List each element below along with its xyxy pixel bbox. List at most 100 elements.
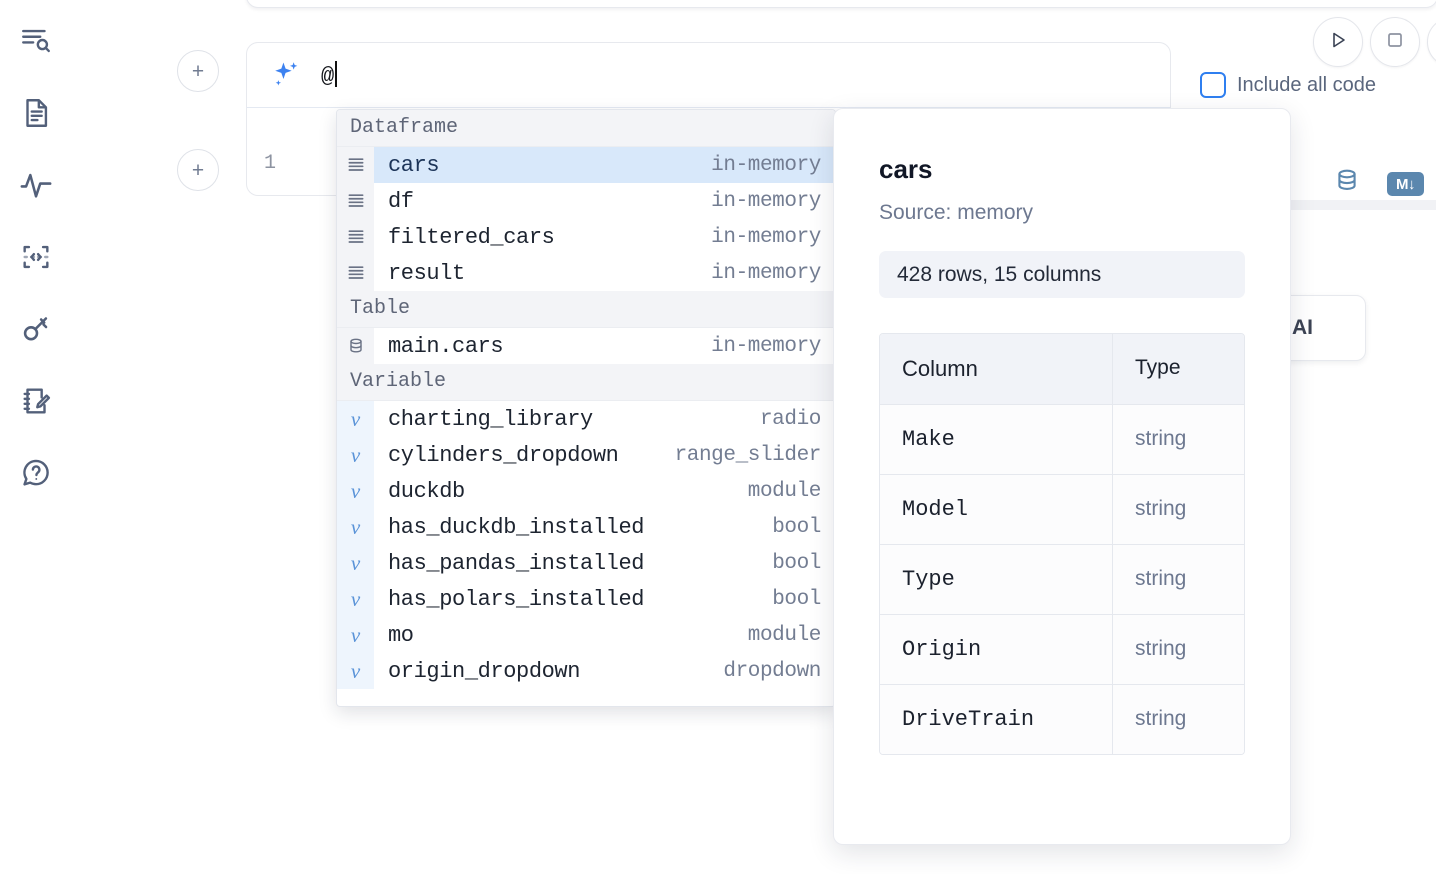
add-cell-button-bottom[interactable]: + xyxy=(177,149,219,191)
dataframe-icon xyxy=(337,183,374,219)
variable-icon: v xyxy=(337,473,374,509)
markdown-label: M xyxy=(1396,175,1409,193)
cell-column-name: DriveTrain xyxy=(880,685,1113,754)
autocomplete-item-type: in-memory xyxy=(711,334,821,358)
markdown-icon[interactable]: M↓ xyxy=(1387,172,1424,196)
docs-shape-badge: 428 rows, 15 columns xyxy=(879,251,1245,298)
autocomplete-item-name: main.cars xyxy=(388,333,504,359)
sidebar-item-activity[interactable] xyxy=(13,162,59,208)
sidebar-item-notebook[interactable] xyxy=(13,90,59,136)
add-cell-button-top[interactable]: + xyxy=(177,50,219,92)
outline-search-icon xyxy=(19,24,53,58)
variable-icon: v xyxy=(337,545,374,581)
autocomplete-item-name: cars xyxy=(388,152,440,178)
autocomplete-group-header: Dataframe xyxy=(337,110,835,147)
include-all-code-checkbox[interactable] xyxy=(1200,72,1226,98)
autocomplete-item-name: mo xyxy=(388,622,414,648)
autocomplete-item-type: bool xyxy=(772,587,821,611)
ai-prompt-input[interactable]: @ xyxy=(321,61,337,89)
autocomplete-item-name: has_duckdb_installed xyxy=(388,514,645,540)
autocomplete-item[interactable]: main.cars in-memory xyxy=(337,328,835,364)
square-stop-icon xyxy=(1383,28,1407,57)
sidebar-item-secrets[interactable] xyxy=(13,306,59,352)
cell-column-name: Model xyxy=(880,475,1113,544)
database-icon[interactable] xyxy=(1333,167,1361,200)
cell-column-type: string xyxy=(1113,475,1244,544)
autocomplete-item-type: bool xyxy=(772,515,821,539)
down-arrow-glyph: ↓ xyxy=(1408,175,1416,193)
autocomplete-group-header: Table xyxy=(337,291,835,328)
ai-prompt-bar[interactable]: @ xyxy=(246,42,1171,108)
cell-divider xyxy=(1180,200,1436,210)
column-header-type: Type xyxy=(1113,334,1244,404)
variable-icon: v xyxy=(337,617,374,653)
sidebar-item-help[interactable] xyxy=(13,450,59,496)
autocomplete-item-type: in-memory xyxy=(711,153,821,177)
sidebar-rail xyxy=(0,0,72,874)
plus-icon: + xyxy=(191,158,205,182)
table-icon xyxy=(337,328,374,364)
more-actions-button[interactable] xyxy=(1427,17,1436,67)
dataframe-icon xyxy=(337,147,374,183)
variable-icon: v xyxy=(337,581,374,617)
autocomplete-item-type: dropdown xyxy=(723,659,821,683)
include-all-code-row[interactable]: Include all code xyxy=(1200,72,1376,98)
play-icon xyxy=(1326,28,1350,57)
sidebar-item-outline[interactable] xyxy=(13,18,59,64)
autocomplete-item-name: df xyxy=(388,188,414,214)
column-header-column: Column xyxy=(880,334,1113,404)
autocomplete-item-name: has_polars_installed xyxy=(388,586,645,612)
docs-title: cars xyxy=(879,154,933,184)
cell-column-type: string xyxy=(1113,685,1244,754)
sidebar-item-snippets[interactable] xyxy=(13,234,59,280)
help-icon xyxy=(19,456,53,490)
autocomplete-item-name: has_pandas_installed xyxy=(388,550,645,576)
autocomplete-item-type: range_slider xyxy=(674,443,822,467)
sidebar-item-scratchpad[interactable] xyxy=(13,378,59,424)
autocomplete-item[interactable]: filtered_cars in-memory xyxy=(337,219,835,255)
generate-with-ai-label: AI xyxy=(1292,316,1313,339)
autocomplete-item-name: filtered_cars xyxy=(388,224,555,250)
line-number: 1 xyxy=(264,152,277,175)
variable-icon: v xyxy=(337,437,374,473)
autocomplete-item-name: charting_library xyxy=(388,406,593,432)
previous-cell-card xyxy=(246,0,1436,8)
stop-cell-button[interactable] xyxy=(1370,17,1420,67)
autocomplete-item-name: duckdb xyxy=(388,478,465,504)
plus-icon: + xyxy=(191,59,205,83)
dataframe-icon xyxy=(337,219,374,255)
cell-column-name: Type xyxy=(880,545,1113,614)
cell-column-type: string xyxy=(1113,615,1244,684)
autocomplete-item-type: in-memory xyxy=(711,225,821,249)
autocomplete-item[interactable]: v has_polars_installed bool xyxy=(337,581,835,617)
autocomplete-item-name: cylinders_dropdown xyxy=(388,442,619,468)
variable-docs-panel: cars Source: memory 428 rows, 15 columns… xyxy=(833,108,1291,845)
autocomplete-item[interactable]: v has_pandas_installed bool xyxy=(337,545,835,581)
run-cell-button[interactable] xyxy=(1313,17,1363,67)
autocomplete-item[interactable]: cars in-memory xyxy=(337,147,835,183)
cell-column-type: string xyxy=(1113,545,1244,614)
autocomplete-item-type: in-memory xyxy=(711,261,821,285)
autocomplete-item-type: module xyxy=(747,623,822,647)
variable-icon: v xyxy=(337,401,374,437)
scratchpad-icon xyxy=(19,384,53,418)
autocomplete-item-type: bool xyxy=(772,551,821,575)
autocomplete-item-name: origin_dropdown xyxy=(388,658,581,684)
autocomplete-item[interactable]: v cylinders_dropdown range_slider xyxy=(337,437,835,473)
dataframe-icon xyxy=(337,255,374,291)
cell-column-type: string xyxy=(1113,405,1244,474)
include-all-code-label: Include all code xyxy=(1237,73,1376,96)
code-snippet-icon xyxy=(19,240,53,274)
